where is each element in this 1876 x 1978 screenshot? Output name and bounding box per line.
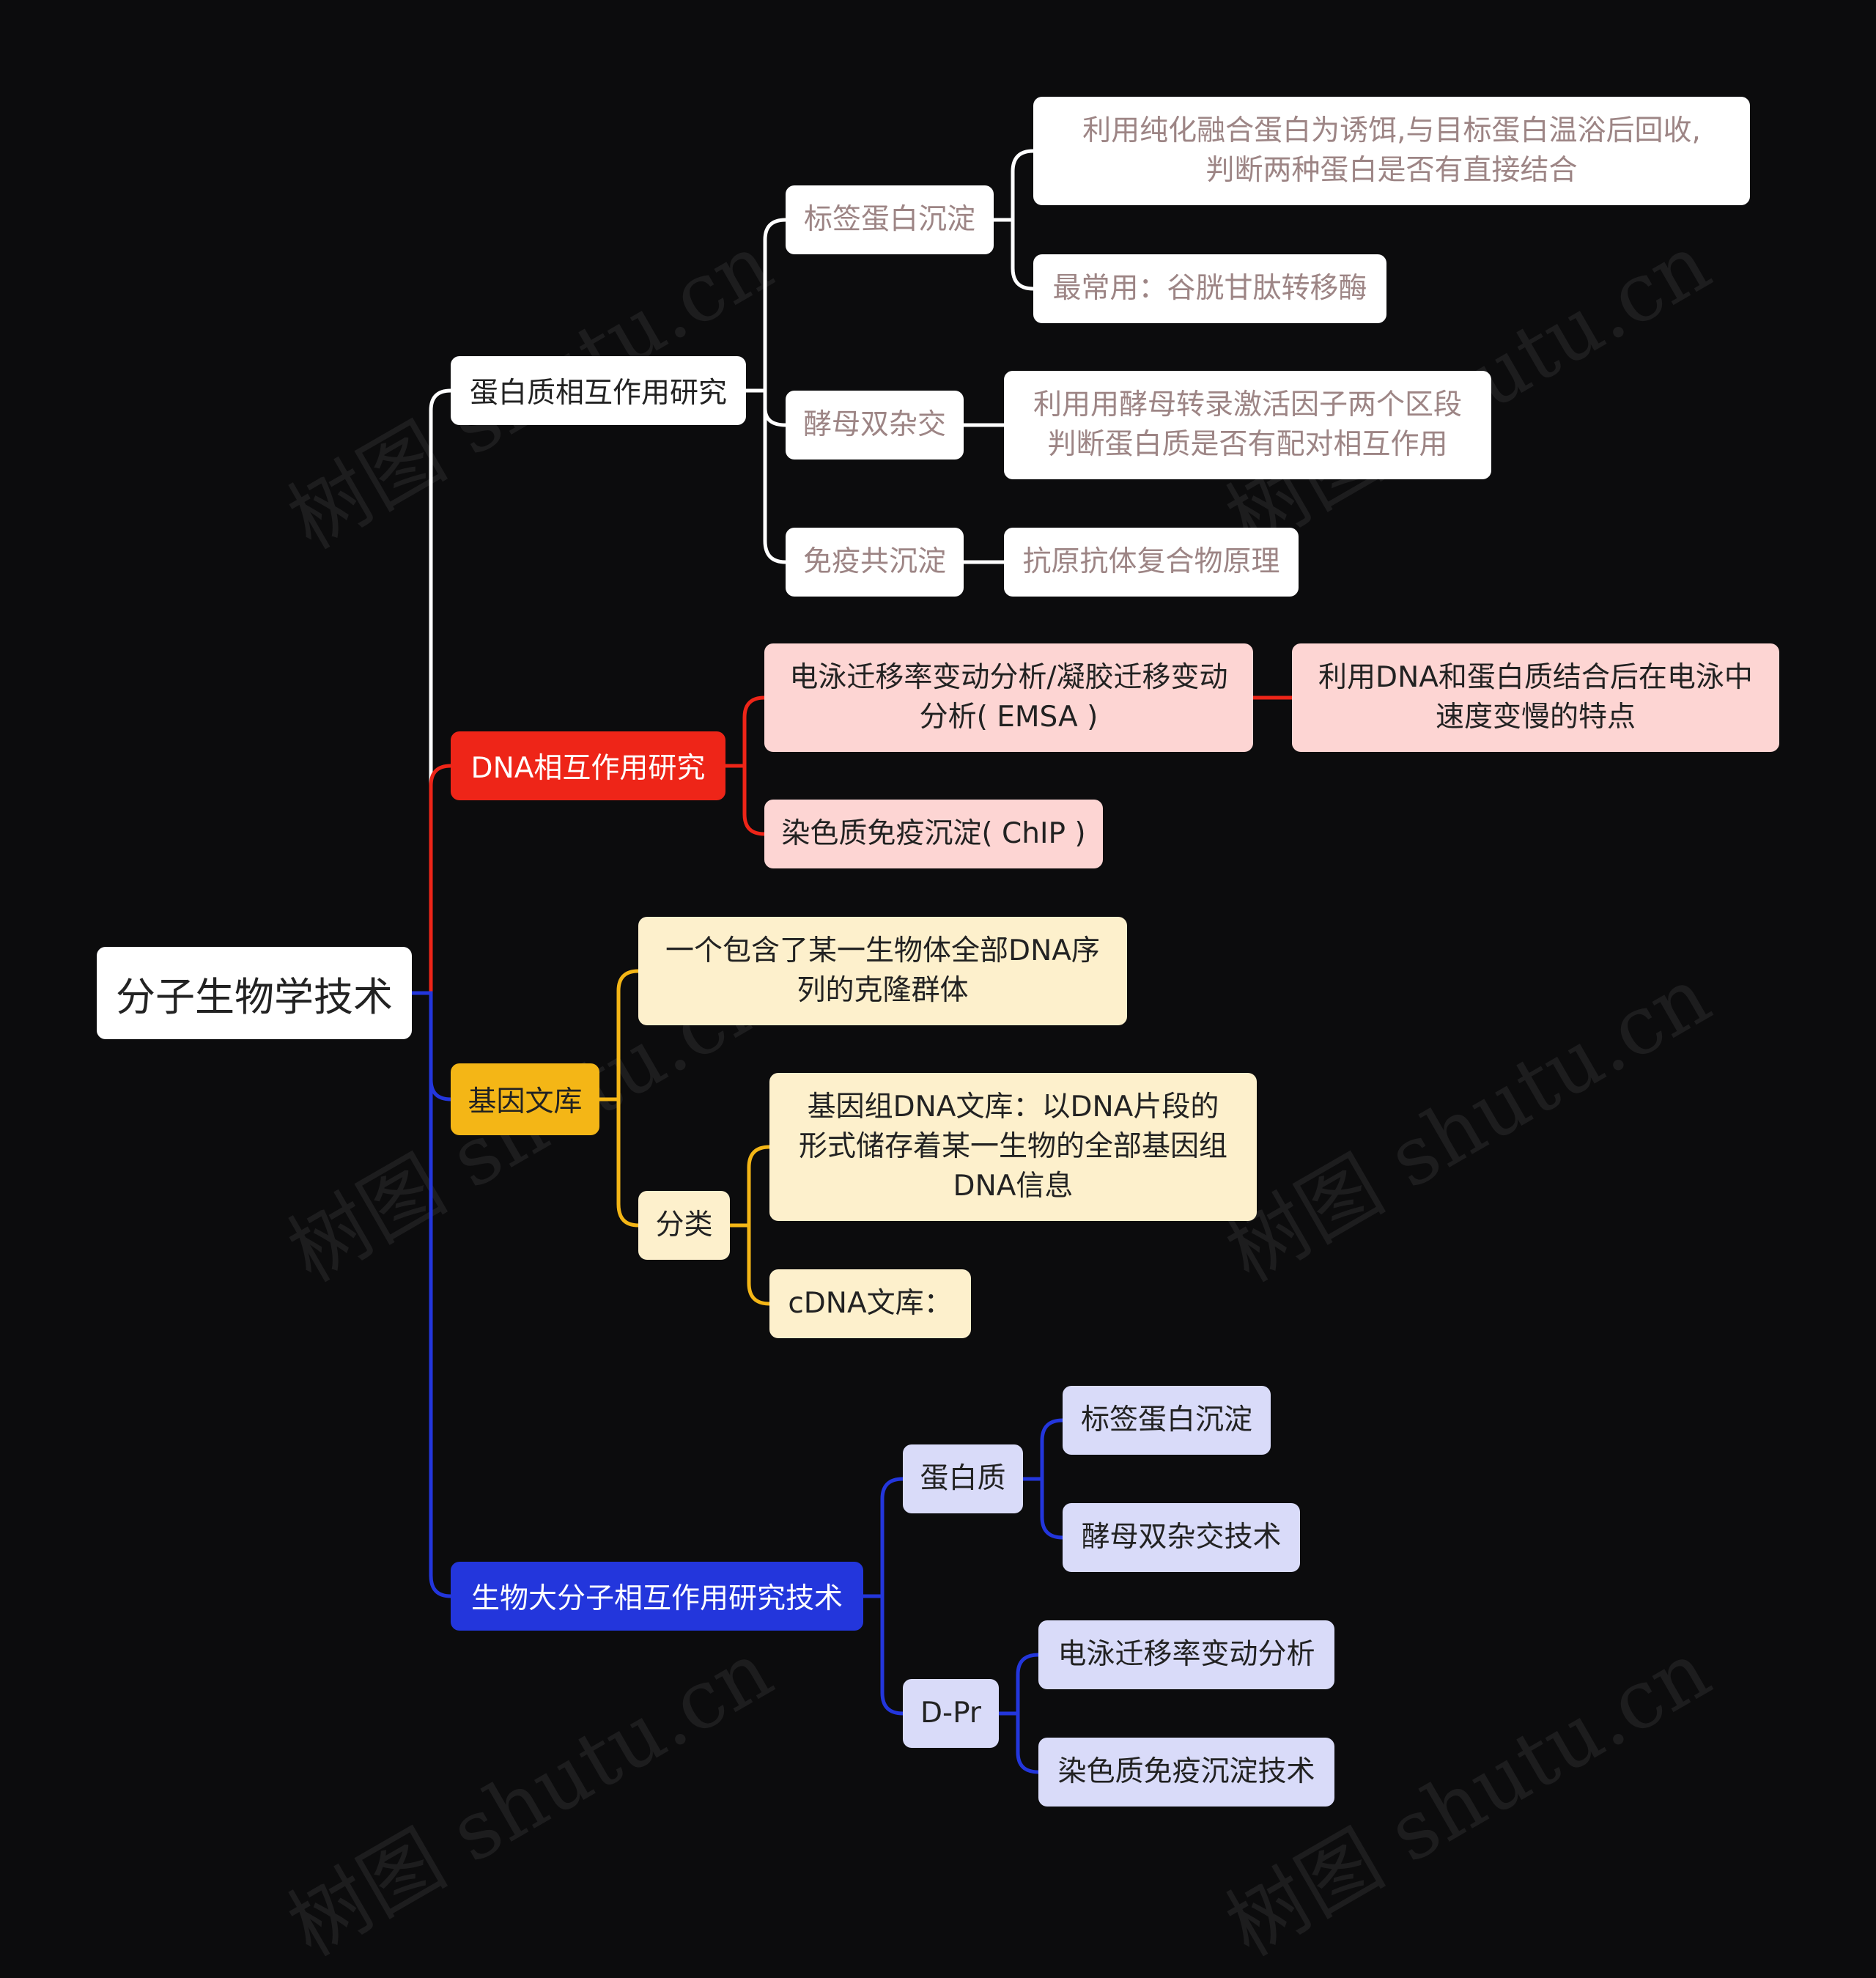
link-root-macro xyxy=(429,1077,453,1598)
link-mprotein-tag xyxy=(1021,1418,1065,1481)
genomic-library-node[interactable]: 基因组DNA文库：以DNA片段的 形式储存着某一生物的全部基因组 DNA信息 xyxy=(769,1073,1257,1221)
link-macro-protein xyxy=(861,1477,905,1598)
link-dna-chip xyxy=(742,764,767,836)
link-dpr-emsa xyxy=(997,1653,1041,1716)
macro-protein-node[interactable]: 蛋白质 xyxy=(903,1444,1023,1513)
link-tag-detail2 xyxy=(1011,218,1035,291)
connector-lines xyxy=(410,149,1294,1774)
tag-protein-detail-node[interactable]: 利用纯化融合蛋白为诱饵,与目标蛋白温浴后回收, 判断两种蛋白是否有直接结合 xyxy=(1033,97,1750,205)
link-root-dna xyxy=(410,764,453,995)
emsa-detail-node[interactable]: 利用DNA和蛋白质结合后在电泳中 速度变慢的特点 xyxy=(1292,643,1779,752)
macro-emsa-node[interactable]: 电泳迁移率变动分析 xyxy=(1038,1620,1334,1689)
tag-protein-pulldown-node[interactable]: 标签蛋白沉淀 xyxy=(786,185,994,254)
chip-node[interactable]: 染色质免疫沉淀( ChIP ) xyxy=(764,800,1103,868)
link-dna-emsa xyxy=(723,695,767,768)
gene-library-node[interactable]: 基因文库 xyxy=(451,1063,599,1135)
macro-yeast-two-hybrid-node[interactable]: 酵母双杂交技术 xyxy=(1063,1503,1300,1572)
link-mprotein-yeast xyxy=(1040,1477,1065,1540)
emsa-node[interactable]: 电泳迁移率变动分析/凝胶迁移变动 分析( EMSA ) xyxy=(764,643,1253,752)
link-dpr-chip xyxy=(1016,1711,1041,1774)
protein-interaction-node[interactable]: 蛋白质相互作用研究 xyxy=(451,356,746,425)
link-classify-cdna xyxy=(747,1223,772,1306)
co-immunoprecipitation-node[interactable]: 免疫共沉淀 xyxy=(786,528,964,597)
link-classify-genomic xyxy=(728,1145,772,1228)
tag-protein-common-node[interactable]: 最常用：谷胱甘肽转移酶 xyxy=(1033,254,1386,323)
link-protein-yeast xyxy=(763,388,788,427)
link-macro-dpr xyxy=(880,1594,905,1716)
library-classify-node[interactable]: 分类 xyxy=(638,1191,730,1260)
macromolecule-interaction-node[interactable]: 生物大分子相互作用研究技术 xyxy=(451,1562,863,1631)
macro-dpr-node[interactable]: D-Pr xyxy=(903,1679,999,1748)
link-root-protein xyxy=(410,388,453,995)
link-protein-immuno xyxy=(763,406,788,564)
yeast-two-hybrid-node[interactable]: 酵母双杂交 xyxy=(786,391,964,460)
library-definition-node[interactable]: 一个包含了某一生物体全部DNA序 列的克隆群体 xyxy=(638,917,1127,1025)
macro-tag-pulldown-node[interactable]: 标签蛋白沉淀 xyxy=(1063,1386,1271,1455)
link-tag-detail1 xyxy=(991,149,1035,222)
macro-chip-node[interactable]: 染色质免疫沉淀技术 xyxy=(1038,1738,1334,1807)
cdna-library-node[interactable]: cDNA文库： xyxy=(769,1269,971,1338)
dna-interaction-node[interactable]: DNA相互作用研究 xyxy=(451,731,725,800)
yeast-two-hybrid-detail-node[interactable]: 利用用酵母转录激活因子两个区段 判断蛋白质是否有配对相互作用 xyxy=(1004,371,1491,479)
root-node[interactable]: 分子生物学技术 xyxy=(97,947,412,1039)
link-library-classify xyxy=(616,1097,640,1228)
link-library-definition xyxy=(597,969,640,1101)
link-protein-tag xyxy=(744,218,788,393)
co-immunoprecipitation-detail-node[interactable]: 抗原抗体复合物原理 xyxy=(1004,528,1299,597)
